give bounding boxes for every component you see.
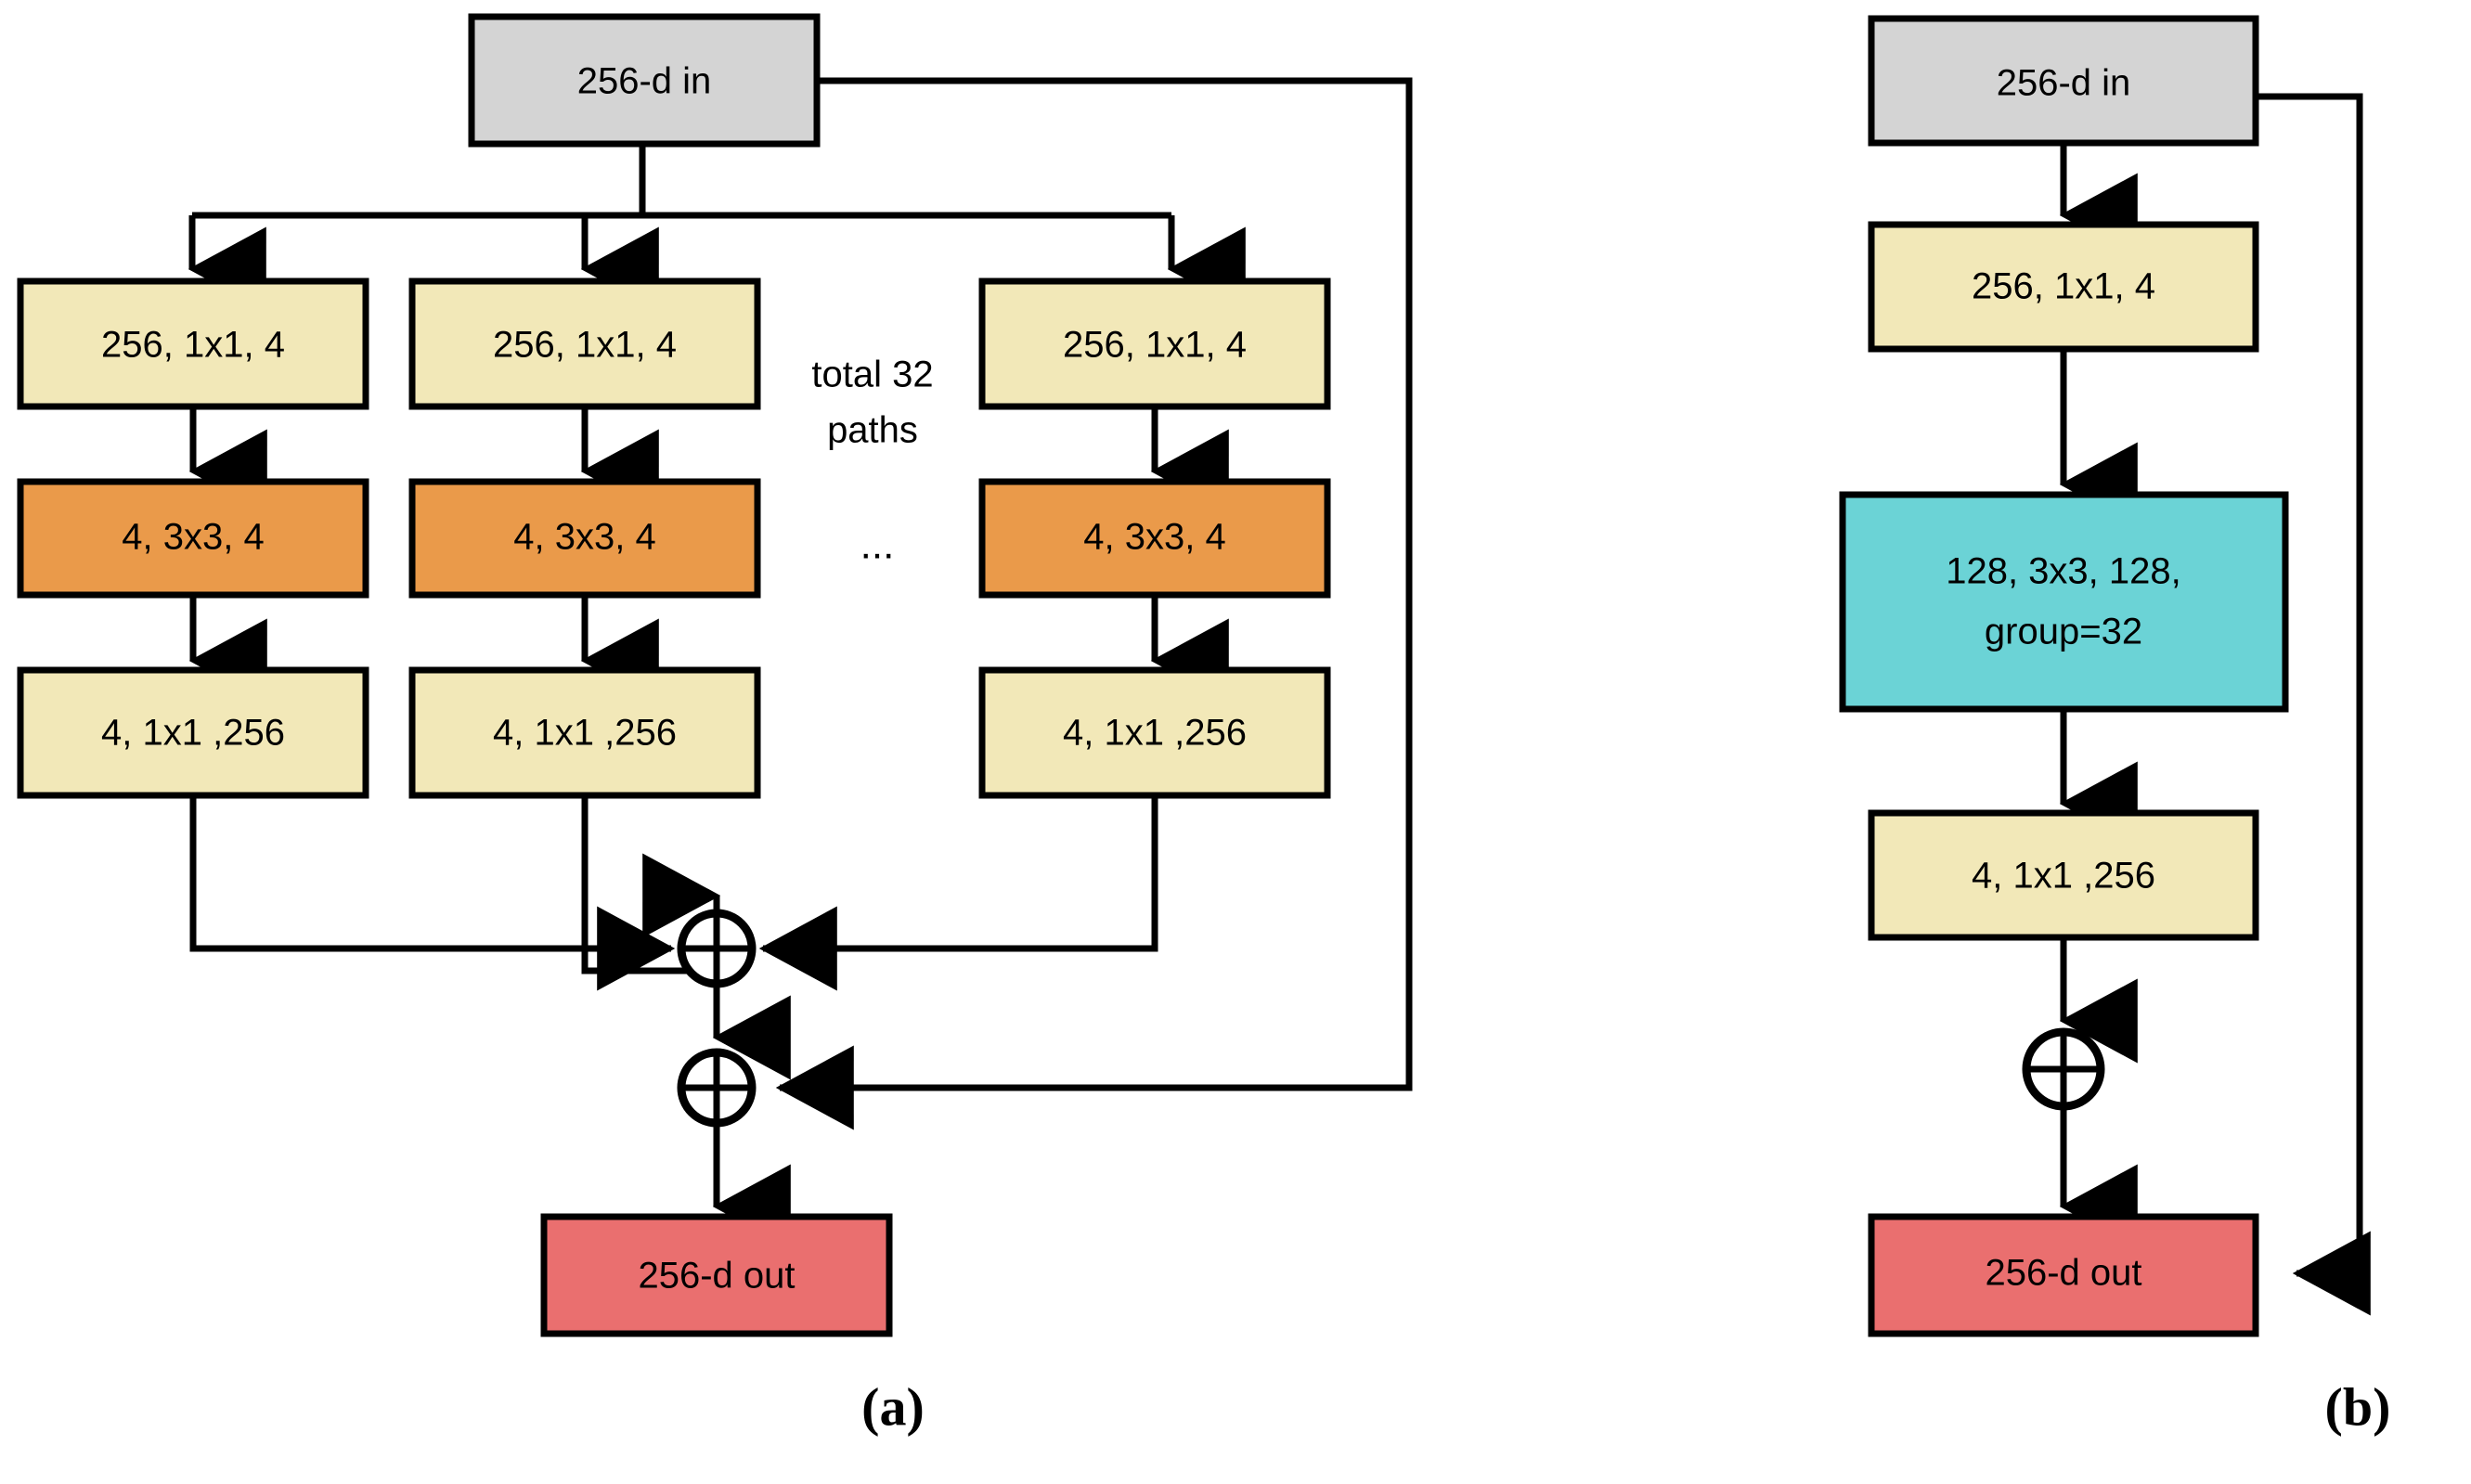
panel-a-branch-32-stage-3-label: 4, 1x1 ,256 — [1063, 713, 1247, 754]
panel-a-output-node-label: 256-d out — [638, 1256, 795, 1297]
panel-a-branch-merge-sum-node[interactable] — [677, 909, 757, 988]
panel-b-stage-1-label: 256, 1x1, 4 — [1972, 266, 2155, 307]
panel-a-branch-1-merge-edge — [189, 795, 676, 991]
panel-a-residual-add-sum-node[interactable] — [677, 1048, 757, 1128]
panel-b-output-node[interactable] — [1868, 1213, 2259, 1337]
panel-b-caption: (b) — [2325, 1376, 2391, 1437]
panel-b-stage-3-label: 4, 1x1 ,256 — [1972, 856, 2155, 897]
panel-a-branch-32-stage-2-label: 4, 3x3, 4 — [1083, 517, 1225, 558]
panel-a-paths-note-line1: total 32 — [811, 355, 933, 395]
panel-a-branch-1-stage-2-label: 4, 3x3, 4 — [122, 517, 264, 558]
panel-a-branch-2-stage-2-label: 4, 3x3, 4 — [513, 517, 655, 558]
panel-b-stage-3[interactable] — [1868, 809, 2259, 941]
panel-a-branch-1-stage-3-label: 4, 1x1 ,256 — [101, 713, 285, 754]
panel-b-stage-2-label-line1: 128, 3x3, 128, — [1946, 551, 2181, 592]
panel-a-branch-ellipsis: ... — [860, 523, 895, 568]
panel-a-branch-1-stage-1-label: 256, 1x1, 4 — [101, 325, 285, 366]
panel-b-stage-2[interactable] — [1839, 491, 2289, 713]
panel-a-skip-connection — [775, 77, 1413, 1130]
panel-b-input-node[interactable] — [1868, 15, 2259, 147]
panel-b-output-node-label: 256-d out — [1985, 1253, 2141, 1294]
panel-a-branch-2-stage-1-label: 256, 1x1, 4 — [493, 325, 677, 366]
panel-a-input-node-label: 256-d in — [577, 61, 712, 102]
panel-a-branch-2-stage-3[interactable] — [408, 666, 761, 799]
panel-a-input-node[interactable] — [468, 13, 821, 148]
panel-a-output-node[interactable] — [540, 1213, 893, 1337]
panel-a-branch-32-merge-edge — [758, 795, 1158, 991]
panel-a-branch-2-stage-3-label: 4, 1x1 ,256 — [493, 713, 677, 754]
panel-a-paths-note-line2: paths — [827, 410, 918, 451]
panel-b: 256-d in 256, 1x1, 4 128, 3x3, 128, grou… — [1839, 15, 2391, 1437]
panel-b-stage-1[interactable] — [1868, 221, 2259, 353]
panel-a-branch-32-stage-2[interactable] — [978, 478, 1331, 599]
panel-a-branch-1-stage-1[interactable] — [17, 277, 369, 410]
panel-b-residual-add-sum-node[interactable] — [2022, 1027, 2105, 1111]
panel-b-skip-connection — [2258, 93, 2371, 1316]
panel-a-branch-32-stage-1[interactable] — [978, 277, 1331, 410]
panel-a-branch-32-stage-1-label: 256, 1x1, 4 — [1063, 325, 1247, 366]
panel-b-stage-2-label-line2: group=32 — [1985, 612, 2142, 652]
panel-b-input-node-label: 256-d in — [1997, 63, 2131, 104]
panel-a-branch-1-stage-3[interactable] — [17, 666, 369, 799]
panel-a-branch-1-stage-2[interactable] — [17, 478, 369, 599]
panel-a-caption: (a) — [861, 1376, 925, 1437]
panel-a: 256-d in 256, 1x1, 4 4, 3x3, 4 4, 1x1 ,2… — [17, 13, 1413, 1437]
